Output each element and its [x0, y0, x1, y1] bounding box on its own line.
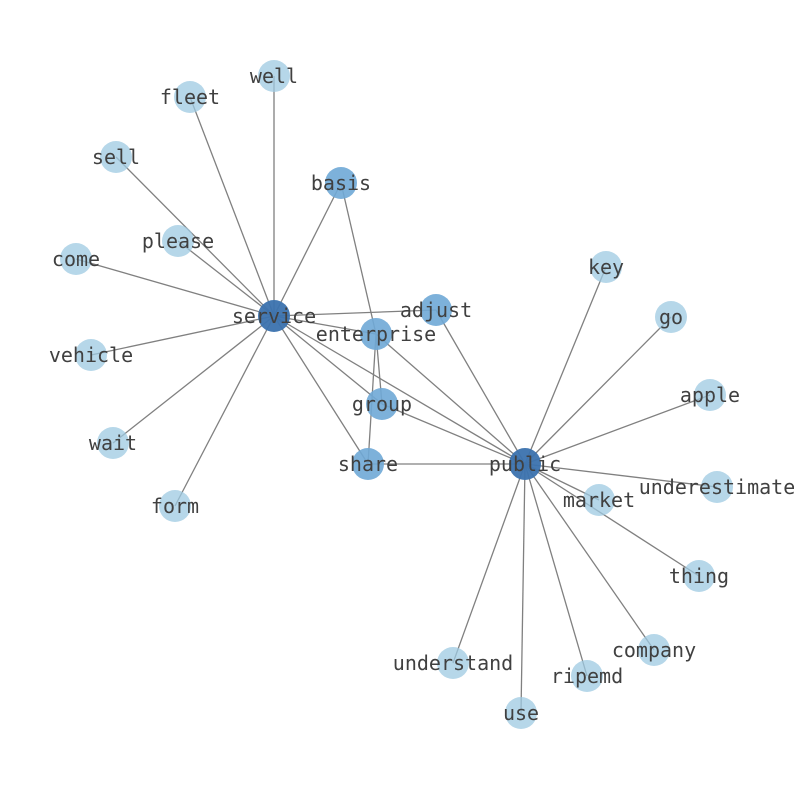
node-service[interactable] — [258, 300, 290, 332]
node-label-thing: thing — [669, 564, 729, 588]
node-label-wait: wait — [89, 431, 137, 455]
node-vehicle[interactable] — [75, 339, 107, 371]
edge-public-thing — [524, 463, 700, 577]
node-label-adjust: adjust — [400, 298, 472, 322]
node-fleet[interactable] — [174, 81, 206, 113]
node-label-company: company — [612, 638, 696, 662]
node-label-ripemd: ripemd — [551, 664, 623, 688]
edge-service-public — [273, 315, 526, 465]
node-label-public: public — [489, 452, 561, 476]
node-label-apple: apple — [680, 383, 740, 407]
node-label-market: market — [563, 488, 635, 512]
edge-group-public — [381, 403, 526, 465]
node-key[interactable] — [590, 251, 622, 283]
node-market[interactable] — [583, 484, 615, 516]
node-label-understand: understand — [393, 651, 513, 675]
edge-service-come — [75, 258, 275, 317]
node-label-well: well — [250, 64, 298, 88]
node-group[interactable] — [366, 388, 398, 420]
edge-public-underestimate — [524, 463, 718, 488]
node-go[interactable] — [655, 301, 687, 333]
node-basis[interactable] — [325, 167, 357, 199]
node-label-sell: sell — [92, 145, 140, 169]
node-label-fleet: fleet — [160, 85, 220, 109]
node-label-key: key — [588, 255, 624, 279]
node-label-please: please — [142, 229, 214, 253]
edge-service-form — [174, 315, 275, 507]
edges-layer — [75, 76, 718, 714]
node-label-basis: basis — [311, 171, 371, 195]
edge-service-group — [273, 315, 383, 405]
edge-public-use — [520, 463, 526, 714]
node-label-group: group — [352, 392, 412, 416]
node-underestimate[interactable] — [701, 471, 733, 503]
node-label-underestimate: underestimate — [639, 475, 794, 499]
edge-service-wait — [112, 315, 275, 444]
edge-service-sell — [115, 156, 275, 317]
node-label-share: share — [338, 452, 398, 476]
edge-service-enterprise — [273, 315, 377, 335]
node-come[interactable] — [60, 243, 92, 275]
node-form[interactable] — [159, 490, 191, 522]
edge-service-share — [273, 315, 369, 465]
node-please[interactable] — [162, 225, 194, 257]
node-label-enterprise: enterprise — [316, 322, 436, 346]
edge-public-ripemd — [524, 463, 588, 677]
edge-public-apple — [524, 394, 711, 465]
node-sell[interactable] — [100, 141, 132, 173]
edge-service-adjust — [273, 309, 437, 317]
node-label-service: service — [232, 304, 316, 328]
node-label-come: come — [52, 247, 100, 271]
edge-service-please — [177, 240, 275, 317]
edge-basis-enterprise — [340, 182, 377, 335]
edge-service-fleet — [189, 96, 275, 317]
edge-enterprise-public — [375, 333, 526, 465]
edge-adjust-public — [435, 309, 526, 465]
node-company[interactable] — [638, 634, 670, 666]
node-adjust[interactable] — [420, 294, 452, 326]
node-label-form: form — [151, 494, 199, 518]
node-public[interactable] — [509, 448, 541, 480]
node-understand[interactable] — [437, 647, 469, 679]
node-thing[interactable] — [683, 560, 715, 592]
node-well[interactable] — [258, 60, 290, 92]
node-use[interactable] — [505, 697, 537, 729]
edge-public-company — [524, 463, 655, 651]
node-apple[interactable] — [694, 379, 726, 411]
edge-public-understand — [452, 463, 526, 664]
edge-service-basis — [273, 182, 342, 317]
node-label-go: go — [659, 305, 683, 329]
edge-service-vehicle — [90, 315, 275, 356]
node-wait[interactable] — [97, 427, 129, 459]
node-enterprise[interactable] — [360, 318, 392, 350]
edge-public-key — [524, 266, 607, 465]
nodes-layer — [60, 60, 733, 729]
node-label-use: use — [503, 701, 539, 725]
edge-public-go — [524, 316, 672, 465]
node-ripemd[interactable] — [571, 660, 603, 692]
node-share[interactable] — [352, 448, 384, 480]
node-label-vehicle: vehicle — [49, 343, 133, 367]
